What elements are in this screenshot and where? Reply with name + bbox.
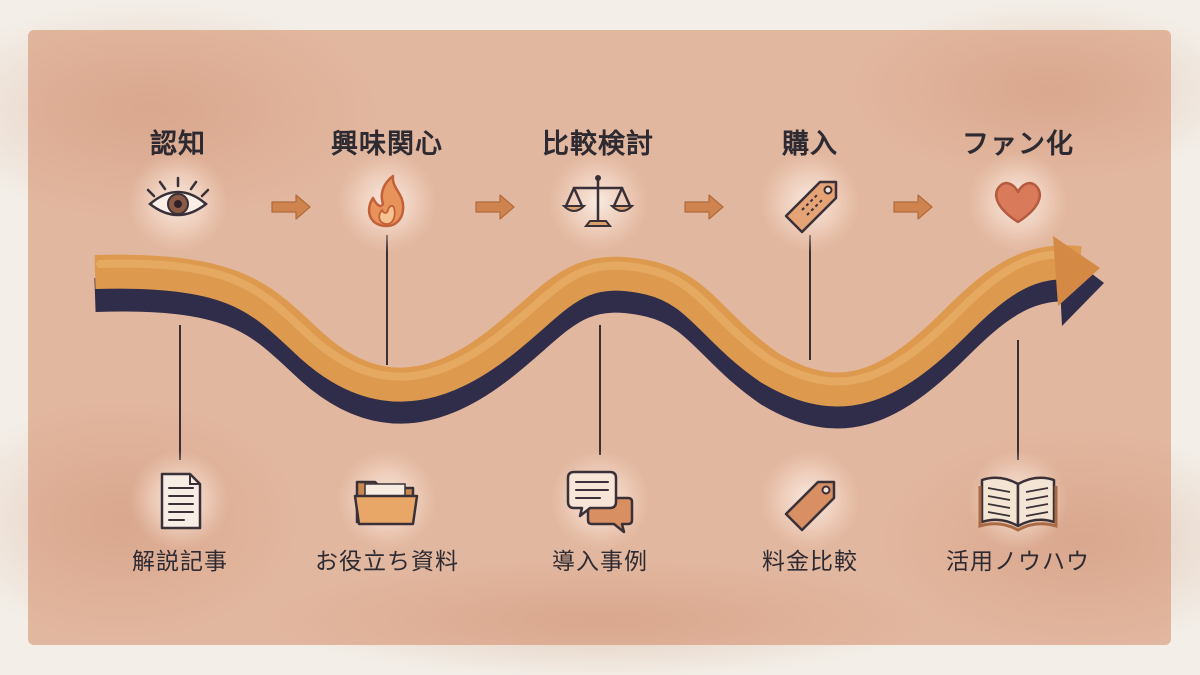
document-icon [160, 472, 202, 530]
content-label: お役立ち資料 [315, 549, 459, 575]
scales-icon [561, 175, 635, 227]
stage-title: 購入 [782, 129, 838, 160]
eye-icon [146, 176, 210, 217]
content-label: 解説記事 [132, 549, 228, 575]
stage-title: ファン化 [962, 129, 1074, 160]
flame-icon [367, 174, 405, 228]
stage-title: 比較検討 [542, 129, 654, 160]
content-label: 導入事例 [552, 549, 648, 575]
open-book-icon [978, 476, 1058, 532]
right-arrow-icon [684, 194, 724, 220]
right-arrow-icon [893, 194, 933, 220]
content-label: 料金比較 [762, 549, 858, 575]
journey-path-arrowhead [1053, 236, 1100, 306]
journey-path-highlight [96, 250, 1079, 386]
watercolor-wash [270, 560, 930, 675]
folder-icon [353, 480, 419, 526]
journey-path [94, 236, 1104, 429]
content-label: 活用ノウハウ [946, 549, 1090, 575]
right-arrow-icon [271, 194, 311, 220]
heart-icon [995, 181, 1041, 224]
stage-title: 認知 [150, 129, 206, 160]
watercolor-wash [850, 0, 1200, 180]
price-tag-icon [784, 180, 838, 234]
speech-bubbles-icon [566, 470, 634, 534]
journey-path-main [94, 245, 1082, 407]
stage-title: 興味関心 [331, 129, 443, 160]
tag-icon [784, 480, 836, 532]
right-arrow-icon [475, 194, 515, 220]
watercolor-wash [0, 0, 380, 220]
